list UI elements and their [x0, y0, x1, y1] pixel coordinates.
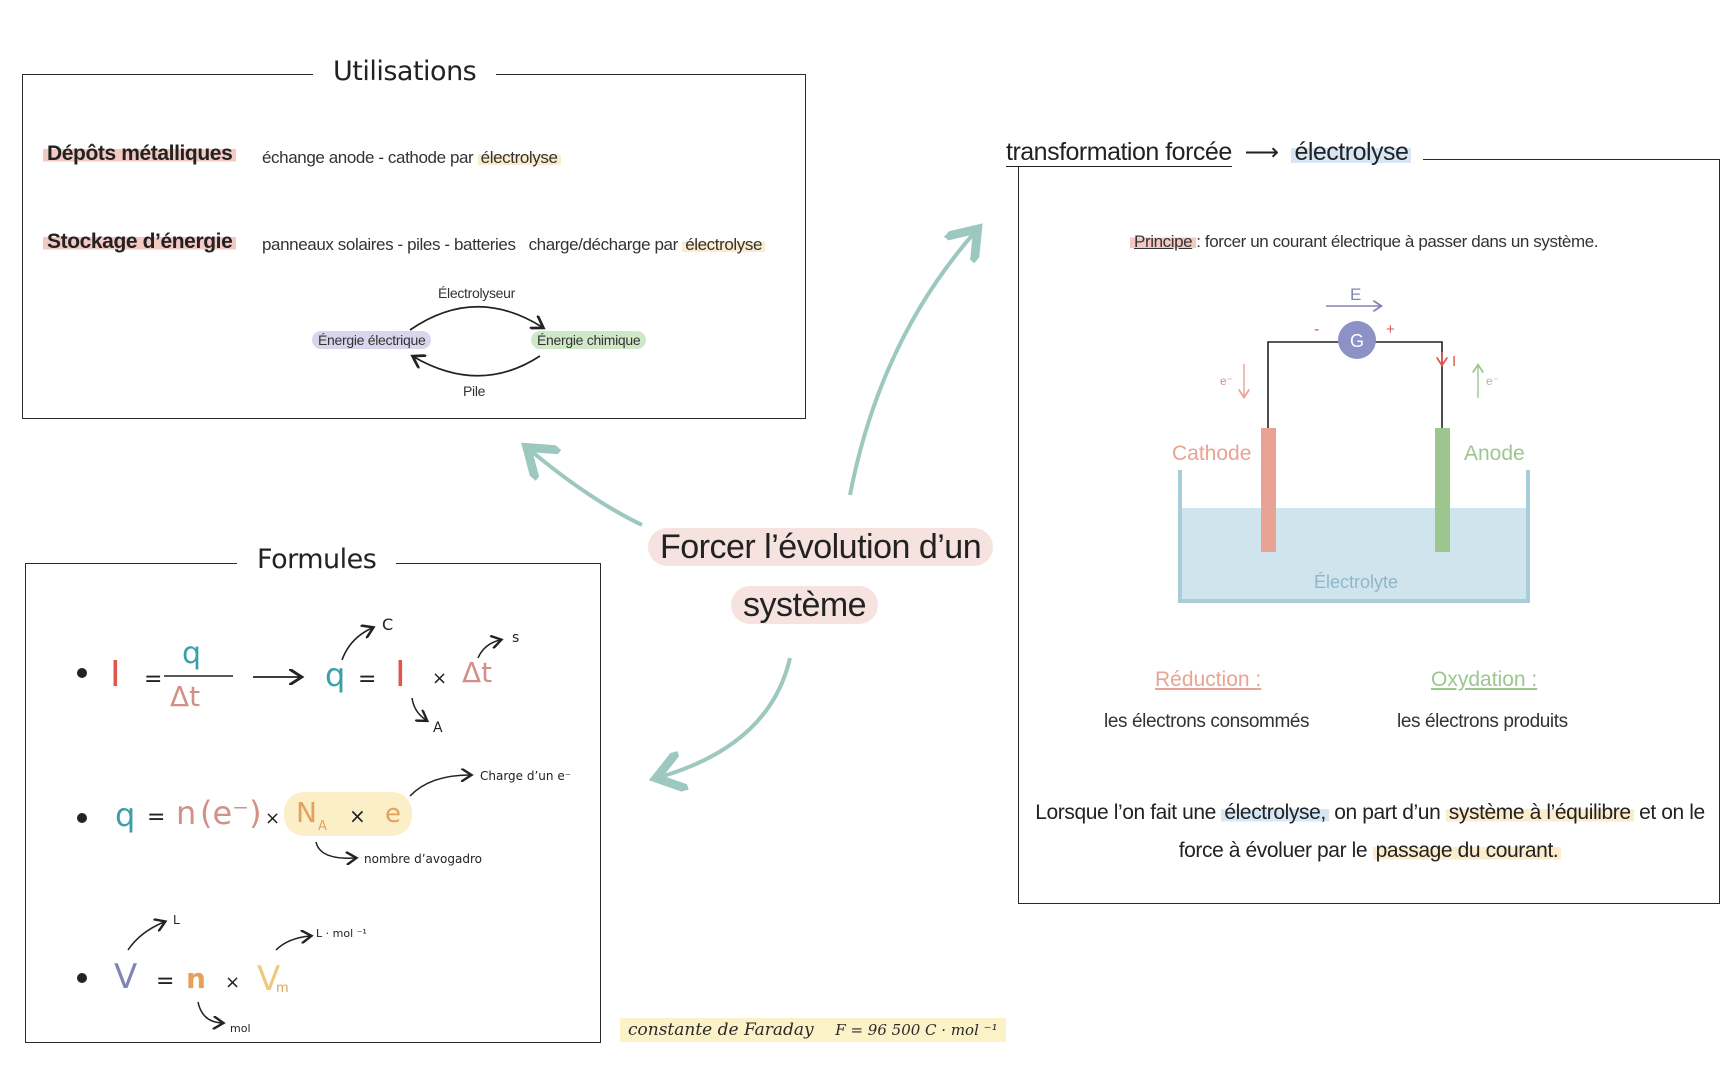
formules-title: Formules — [237, 544, 397, 575]
f2-n: n — [176, 794, 196, 832]
f1-times: × — [432, 668, 447, 689]
f3-V: V — [114, 957, 137, 997]
f3-unit-V: L — [173, 913, 180, 927]
electron-right-label: e⁻ — [1486, 374, 1499, 388]
f1-den: Δt — [170, 680, 200, 713]
f2-e-minus: (e⁻) — [200, 794, 262, 832]
electrolysis-cell-diagram: E G - + e⁻ I e⁻ Cathode Anode Électrolyt… — [1172, 285, 1530, 603]
f3-unit-n: mol — [230, 1022, 251, 1035]
f1-unit-q: C — [382, 615, 393, 634]
f2-note-NA: nombre d’avogadro — [364, 852, 482, 866]
cathode-electrode — [1261, 428, 1276, 552]
electrolyse-header: transformation forcée ⟶ électrolyse — [1002, 138, 1424, 167]
f1-I2: I — [395, 654, 406, 695]
utilisations-title: Utilisations — [313, 56, 497, 87]
oxydation-text: les électrons produits — [1397, 711, 1568, 732]
reduction-text: les électrons consommés — [1104, 711, 1310, 732]
field-E-label: E — [1350, 285, 1361, 304]
anode-electrode — [1435, 428, 1450, 552]
f3-n: n — [186, 962, 206, 995]
depots-label: Dépôts métalliques — [43, 142, 237, 166]
generator-plus: + — [1386, 321, 1395, 338]
formulas-drawing: I = q Δt q = I × Δt C s A q = n (e⁻) × N… — [77, 615, 571, 1035]
electron-left-label: e⁻ — [1220, 374, 1233, 388]
f1-eq2: = — [358, 667, 376, 692]
principe-line: Principe: forcer un courant électrique à… — [1130, 232, 1599, 252]
f1-unit-I: A — [433, 720, 443, 736]
cycle-top-label: Électrolyseur — [438, 285, 516, 301]
f2-times: × — [265, 808, 280, 829]
f1-dt: Δt — [462, 656, 492, 689]
f3-times: × — [225, 972, 240, 993]
stockage-text: panneaux solaires - piles - batteries ch… — [262, 235, 766, 255]
cycle-right-label: Énergie chimique — [531, 331, 647, 349]
f2-e: e — [385, 799, 401, 829]
f2-note-e: Charge d’un e⁻ — [480, 769, 571, 783]
f2-NA-sub: A — [318, 819, 327, 834]
center-title-line2: système — [731, 586, 879, 625]
conclusion-text: Lorsque l’on fait une électrolyse, on pa… — [1035, 801, 1705, 862]
f3-Vm: V — [257, 959, 280, 999]
f2-q: q — [115, 796, 135, 834]
reduction-title: Réduction : — [1155, 668, 1262, 691]
f3-eq: = — [156, 969, 174, 994]
arrow-to-utilisations — [530, 450, 643, 527]
f1-num: q — [182, 636, 201, 671]
oxydation-title: Oxydation : — [1431, 668, 1538, 691]
cathode-label: Cathode — [1172, 442, 1251, 465]
f3-Vm-sub: m — [276, 981, 289, 996]
f3-unit-Vm: L · mol ⁻¹ — [316, 927, 367, 940]
f2-times2: × — [349, 804, 366, 828]
energy-cycle-arrows — [409, 305, 820, 377]
faraday-constant: constante de Faraday F = 96 500 C · mol … — [620, 1018, 1006, 1042]
f1-I: I — [110, 654, 121, 695]
anode-label: Anode — [1464, 442, 1525, 465]
generator-icon — [1338, 321, 1376, 359]
stockage-label: Stockage d’énergie — [43, 230, 237, 254]
cycle-left-label: Énergie électrique — [312, 331, 432, 349]
depots-text: échange anode - cathode par électrolyse — [262, 148, 561, 168]
current-I-label: I — [1452, 353, 1456, 370]
f2-NA: N — [296, 796, 317, 829]
electrolyte-label: Électrolyte — [1314, 572, 1398, 592]
center-title-line1: Forcer l’évolution d’un — [648, 528, 994, 567]
arrow-to-electrolyse — [848, 232, 975, 496]
f1-q: q — [325, 656, 345, 694]
f1-unit-t: s — [512, 630, 519, 646]
f2-eq: = — [147, 805, 165, 830]
generator-label: G — [1350, 331, 1364, 351]
cycle-bottom-label: Pile — [463, 383, 486, 399]
f1-eq: = — [144, 667, 162, 692]
generator-minus: - — [1314, 321, 1319, 338]
arrow-to-formules — [660, 657, 792, 777]
